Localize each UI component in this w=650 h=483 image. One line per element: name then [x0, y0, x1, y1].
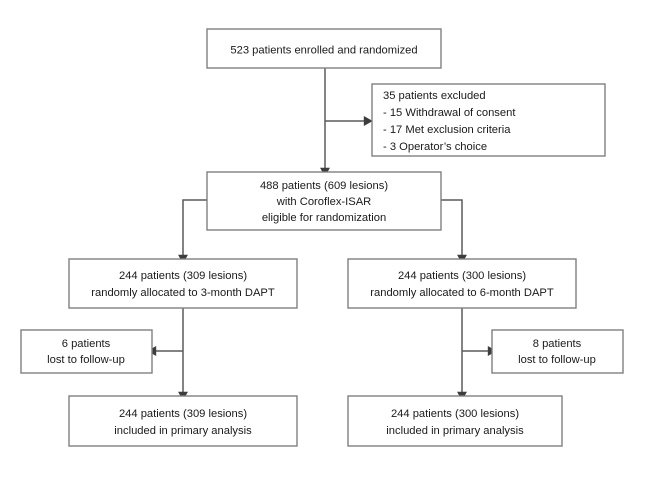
node-enrolled-line-1: 523 patients enrolled and randomized — [230, 45, 417, 57]
node-lost-right: 8 patients lost to follow-up — [491, 329, 624, 374]
node-allocated-right: 244 patients (300 lesions) randomly allo… — [347, 258, 577, 309]
node-analysis-left: 244 patients (309 lesions) included in p… — [68, 395, 298, 447]
node-eligible-line-1: 488 patients (609 lesions) — [260, 180, 388, 192]
node-eligible-line-2: with Coroflex-ISAR — [276, 196, 372, 208]
node-lost-right-line-2: lost to follow-up — [518, 354, 596, 366]
node-analysis-right: 244 patients (300 lesions) included in p… — [347, 395, 563, 447]
node-eligible-line-3: eligible for randomization — [262, 212, 386, 224]
node-lost-left-line-1: 6 patients — [62, 338, 111, 350]
node-enrolled: 523 patients enrolled and randomized — [206, 28, 442, 69]
node-allocated-right-line-1: 244 patients (300 lesions) — [398, 270, 526, 282]
node-analysis-left-line-1: 244 patients (309 lesions) — [119, 408, 247, 420]
node-excluded-line-2: - 15 Withdrawal of consent — [383, 107, 516, 119]
node-analysis-right-line-1: 244 patients (300 lesions) — [391, 408, 519, 420]
node-analysis-left-line-2: included in primary analysis — [114, 425, 252, 437]
node-allocated-left-line-2: randomly allocated to 3-month DAPT — [91, 287, 275, 299]
node-lost-left: 6 patients lost to follow-up — [20, 329, 153, 374]
node-excluded-line-1: 35 patients excluded — [383, 90, 486, 102]
node-allocated-right-line-2: randomly allocated to 6-month DAPT — [370, 287, 554, 299]
node-allocated-left-line-1: 244 patients (309 lesions) — [119, 270, 247, 282]
node-analysis-right-line-2: included in primary analysis — [386, 425, 524, 437]
connector-eligible-to-allocated-left — [178, 199, 207, 264]
connector-eligible-to-allocated-right — [441, 199, 467, 264]
node-lost-left-line-2: lost to follow-up — [47, 354, 125, 366]
node-eligible: 488 patients (609 lesions) with Coroflex… — [206, 171, 442, 231]
node-allocated-left: 244 patients (309 lesions) randomly allo… — [68, 258, 298, 309]
node-lost-right-line-1: 8 patients — [533, 338, 582, 350]
node-excluded: 35 patients excluded - 15 Withdrawal of … — [371, 83, 606, 157]
node-excluded-line-3: - 17 Met exclusion criteria — [383, 124, 511, 136]
node-excluded-line-4: - 3 Operator’s choice — [383, 141, 487, 153]
